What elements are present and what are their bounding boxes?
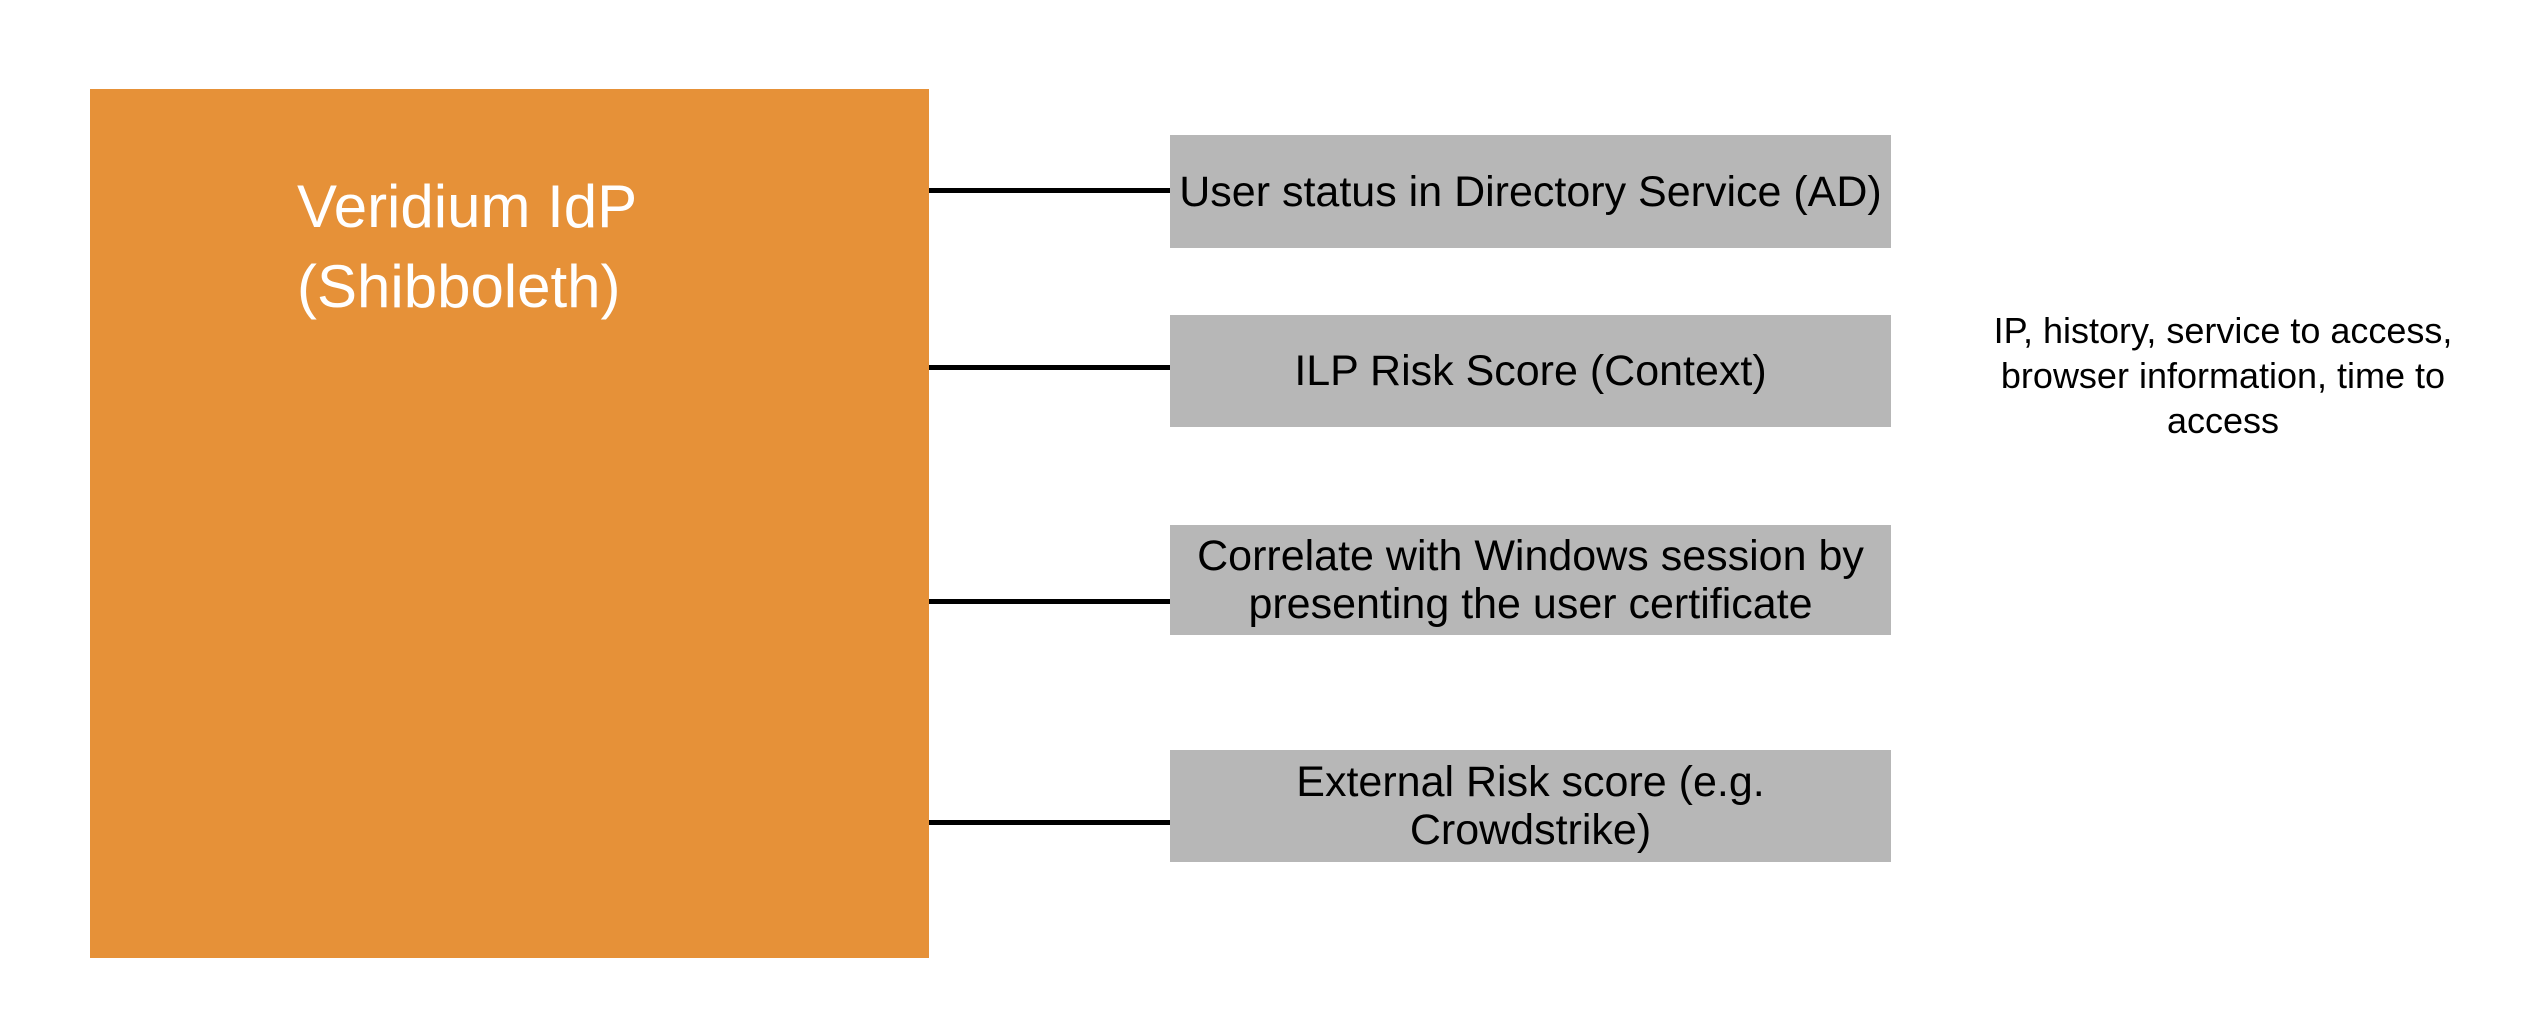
node-external-risk-score: External Risk score (e.g. Crowdstrike) xyxy=(1170,750,1891,862)
node-ilp-risk-score-label: ILP Risk Score (Context) xyxy=(1294,347,1767,395)
connector-ilp-risk-score xyxy=(929,365,1170,370)
node-correlate-session: Correlate with Windows session by presen… xyxy=(1170,525,1891,635)
node-external-risk-score-label: External Risk score (e.g. Crowdstrike) xyxy=(1296,758,1765,854)
node-correlate-session-label: Correlate with Windows session by presen… xyxy=(1197,532,1864,628)
node-veridium-idp-label: Veridium IdP (Shibboleth) xyxy=(297,173,638,320)
node-user-status-label: User status in Directory Service (AD) xyxy=(1179,167,1882,216)
node-user-status: User status in Directory Service (AD) xyxy=(1170,135,1891,248)
node-ilp-risk-score: ILP Risk Score (Context) xyxy=(1170,315,1891,427)
connector-correlate-session xyxy=(929,599,1170,604)
connector-user-status xyxy=(929,188,1170,193)
node-veridium-idp: Veridium IdP (Shibboleth) xyxy=(90,89,929,958)
annotation-context-details: IP, history, service to access, browser … xyxy=(1993,310,2453,441)
connector-external-risk-score xyxy=(929,820,1170,825)
